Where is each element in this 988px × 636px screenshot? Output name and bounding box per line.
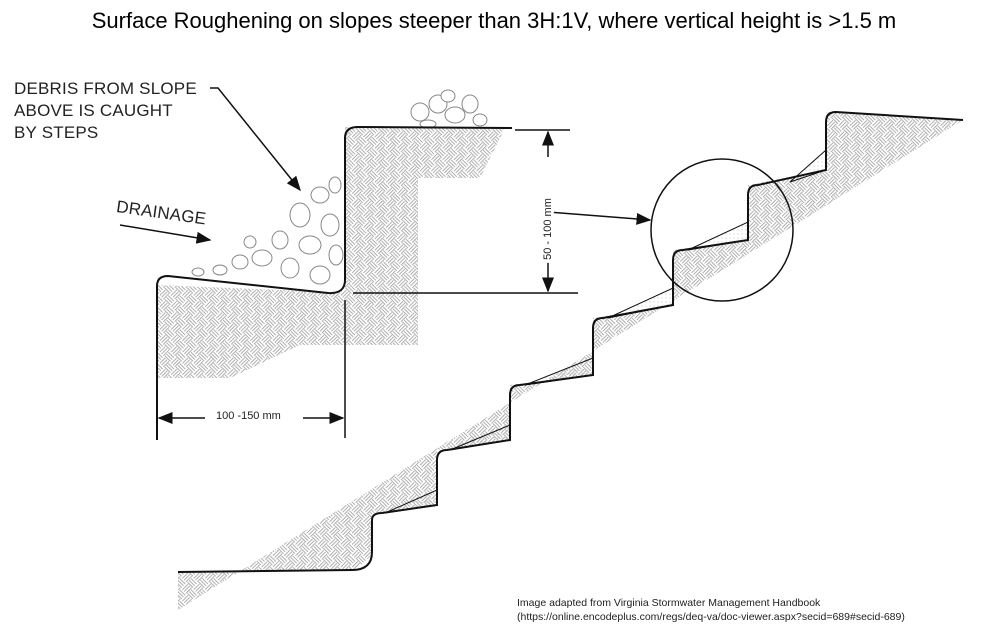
debris-label: DEBRIS FROM SLOPE ABOVE IS CAUGHT BY STE… [14,78,197,144]
debris-label-line2: ABOVE IS CAUGHT [14,101,173,120]
step-width-dimension: 100 -150 mm [213,410,284,422]
detail-callout-circle [650,158,794,302]
caption-line1: Image adapted from Virginia Stormwater M… [517,597,821,609]
page-title: Surface Roughening on slopes steeper tha… [91,8,897,33]
caption-url: (https://online.encodeplus.com/regs/deq-… [517,611,905,623]
debris-rocks [180,89,488,292]
debris-label-line3: BY STEPS [14,123,99,142]
soil-hatch [157,127,505,378]
debris-label-line1: DEBRIS FROM SLOPE [14,79,197,98]
stepped-slope [177,110,964,610]
source-caption: Image adapted from Virginia Stormwater M… [517,596,905,624]
step-outline [156,125,513,440]
dimension-lines [119,87,652,438]
step-detail [156,89,513,440]
slope-hatch [178,112,963,610]
step-height-dimension: 50 - 100 mm [541,195,554,263]
slope-outline [177,110,964,573]
